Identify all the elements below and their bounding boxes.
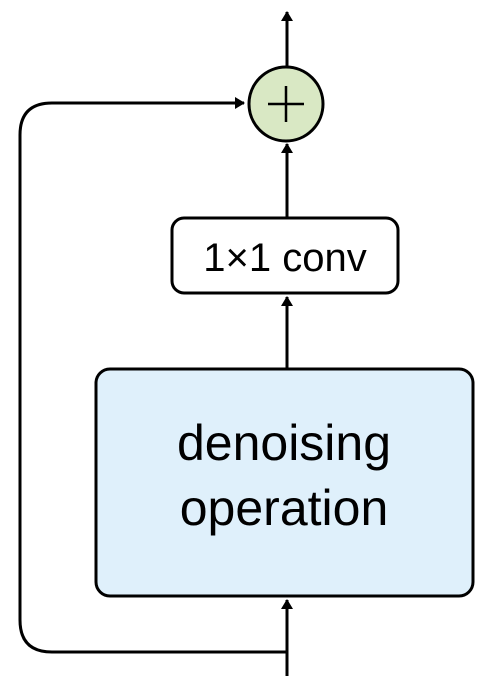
conv-label: 1×1 conv: [203, 236, 366, 280]
plus-icon: [268, 86, 304, 122]
skip-connection-arrow: [18, 97, 287, 654]
denoising-label-line2: operation: [180, 480, 389, 536]
denoising-label-line1: denoising: [177, 415, 391, 471]
conv-box: [170, 216, 400, 295]
denoising-operation-box: [94, 367, 475, 598]
